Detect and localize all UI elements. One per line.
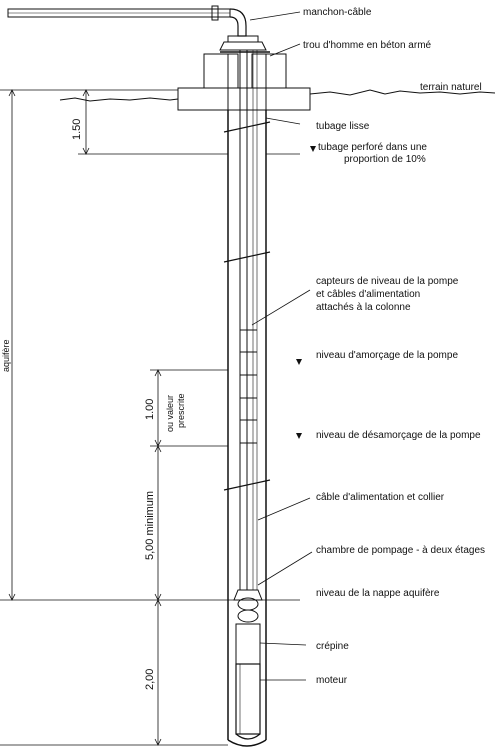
- dimension-lines: [8, 89, 162, 746]
- label-capteurs-2: et câbles d'alimentation: [316, 289, 420, 300]
- dim-200: 2,00: [144, 669, 156, 690]
- wellhead-flange: [219, 35, 270, 53]
- casing-bottom: [227, 600, 267, 747]
- label-capteurs-1: capteurs de niveau de la pompe: [316, 276, 459, 287]
- label-tubage-lisse: tubage lisse: [316, 121, 370, 132]
- label-desamorcage: niveau de désamorçage de la pompe: [316, 430, 481, 441]
- leader-lines: [249, 11, 313, 681]
- ground-line: [0, 89, 496, 102]
- label-tubage-perfore-2: proportion de 10%: [344, 154, 426, 165]
- label-nappe: niveau de la nappe aquifère: [316, 588, 440, 599]
- label-chambre: chambre de pompage - à deux étages: [316, 545, 485, 556]
- level-sensor-ticks: [240, 329, 257, 444]
- dim-150: 1.50: [71, 119, 83, 140]
- well-casing: [227, 54, 267, 600]
- label-amorcage: niveau d'amorçage de la pompe: [316, 350, 458, 361]
- label-terrain-naturel: terrain naturel: [420, 82, 482, 93]
- discharge-pipe: [7, 5, 247, 37]
- dim-100: 1.00: [144, 399, 156, 420]
- label-manchon-cable: manchon-câble: [303, 7, 372, 18]
- label-tubage-perfore-1: tubage perforé dans une: [318, 142, 427, 153]
- cable-collars: [223, 121, 271, 491]
- label-crepine: crépine: [316, 641, 349, 652]
- dim-ou-valeur: ou valeur: [165, 395, 175, 432]
- concrete-manhole: [177, 53, 311, 111]
- label-capteurs-3: attachés à la colonne: [316, 302, 411, 313]
- dim-aquifere: aquifère: [1, 339, 11, 372]
- pump-assembly: [233, 589, 263, 740]
- label-cable-collier: câble d'alimentation et collier: [316, 492, 445, 503]
- riser-pipe: [239, 50, 258, 590]
- label-trou-homme: trou d'homme en béton armé: [303, 40, 432, 51]
- label-moteur: moteur: [316, 675, 348, 686]
- water-level-markers: [296, 146, 316, 439]
- dim-500: 5,00 minimum: [144, 491, 156, 560]
- dim-prescrite: prescrite: [176, 393, 186, 428]
- reference-lines: [0, 153, 300, 746]
